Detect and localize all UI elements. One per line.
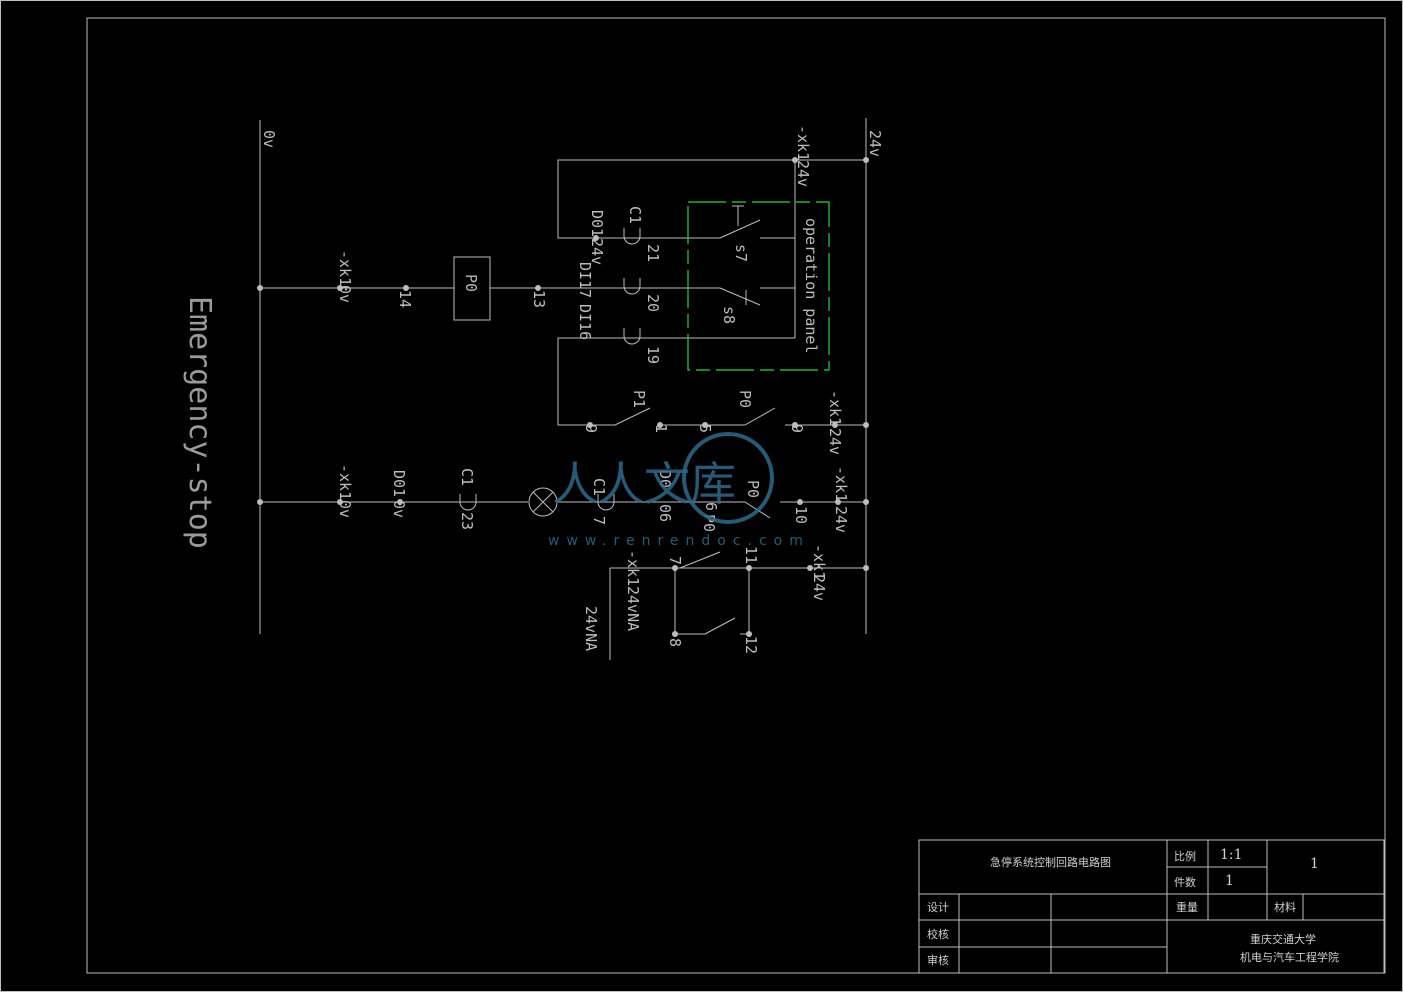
label-8: 8 bbox=[666, 638, 684, 647]
label-xk-r1: -xk1 bbox=[826, 390, 844, 426]
label-d01-24v: D01 bbox=[588, 210, 606, 237]
drawing-frame bbox=[86, 17, 1386, 974]
count-label: 件数 bbox=[1174, 876, 1196, 889]
label-24v-r2: 24v bbox=[832, 506, 850, 533]
label-06: 06 bbox=[656, 504, 674, 522]
label-24v-top: 24v bbox=[794, 160, 812, 187]
check-label: 校核 bbox=[927, 927, 949, 941]
school-line1: 重庆交通大学 bbox=[1250, 932, 1316, 946]
connector-21 bbox=[623, 228, 641, 245]
switch-p0-a bbox=[744, 407, 776, 426]
label-6: 6 bbox=[702, 502, 720, 511]
wire-top-loop bbox=[557, 159, 866, 239]
school-line2: 机电与汽车工程学院 bbox=[1240, 950, 1339, 964]
rail-24v-label: 24v bbox=[866, 130, 884, 157]
label-24vna-2: 24vNA bbox=[582, 606, 600, 651]
connector-19 bbox=[623, 328, 641, 345]
label-24v-r3: 24v bbox=[810, 574, 828, 601]
label-xk-r3: -xk1 bbox=[810, 544, 828, 580]
label-xk-na: -xk1 bbox=[624, 550, 642, 586]
label-d01-0v: D01 bbox=[390, 470, 408, 497]
label-di16: DI16 bbox=[576, 304, 594, 340]
drawing-name: 急停系统控制回路电路图 bbox=[990, 855, 1111, 869]
label-xk0v-2: -xk1 bbox=[336, 464, 354, 500]
label-p1: P1 bbox=[630, 390, 648, 408]
label-s7: s7 bbox=[732, 244, 750, 262]
label-p0-sw: P0 bbox=[736, 390, 754, 408]
review-label: 审核 bbox=[927, 953, 949, 967]
watermark-text: 人人文库 bbox=[552, 457, 736, 511]
label-24v-r1: 24v bbox=[826, 428, 844, 455]
label-1: 1 bbox=[652, 424, 670, 433]
switch-s7 bbox=[719, 219, 761, 239]
label-11: 11 bbox=[742, 546, 760, 564]
operation-panel-box bbox=[687, 201, 830, 371]
label-0v-2: 0v bbox=[336, 500, 354, 518]
label-s8: s8 bbox=[720, 306, 738, 324]
label-20: 20 bbox=[644, 294, 662, 312]
label-19: 19 bbox=[644, 346, 662, 364]
label-7: 7 bbox=[590, 516, 608, 525]
label-0v-d01: 0v bbox=[390, 500, 408, 518]
watermark-logo: 人人文库 www.renrendoc.com bbox=[548, 432, 810, 549]
scale-value: 1:1 bbox=[1220, 847, 1243, 863]
switch-p1 bbox=[614, 407, 651, 426]
switch-bottom bbox=[704, 617, 736, 635]
label-p0-2: P0 bbox=[744, 480, 762, 498]
emergency-stop-title: Emergency-stop bbox=[182, 296, 217, 549]
connector-7 bbox=[597, 494, 615, 511]
title-block bbox=[918, 839, 1385, 974]
sheet-number: 1 bbox=[1310, 856, 1319, 872]
label-24vna-1: 24vNA bbox=[624, 586, 642, 631]
wire-p1-loop bbox=[557, 337, 795, 426]
label-xk-top: -xk1 bbox=[794, 125, 812, 161]
panel-label: operation panel bbox=[802, 218, 820, 353]
label-14: 14 bbox=[396, 290, 414, 308]
label-d006: D0 bbox=[656, 470, 674, 488]
label-p0-box: P0 bbox=[462, 274, 480, 292]
label-10: 10 bbox=[792, 506, 810, 524]
label-13: 13 bbox=[530, 290, 548, 308]
switch-s8 bbox=[719, 287, 761, 306]
material-label: 材料 bbox=[1274, 900, 1296, 914]
label-12: 12 bbox=[742, 636, 760, 654]
scale-label: 比例 bbox=[1174, 849, 1196, 863]
label-21: 21 bbox=[644, 244, 662, 262]
label-xk-r2: -xk1 bbox=[832, 466, 850, 502]
label-7b: 7 bbox=[666, 556, 684, 565]
switch-p0-c bbox=[679, 551, 721, 569]
design-label: 设计 bbox=[927, 901, 949, 914]
label-di17: DI17 bbox=[576, 262, 594, 298]
watermark-url: www.renrendoc.com bbox=[548, 533, 810, 549]
label-5: 5 bbox=[696, 424, 714, 433]
rail-0v-label: 0v bbox=[260, 130, 278, 148]
junction-dots bbox=[257, 157, 869, 637]
weight-label: 重量 bbox=[1176, 900, 1198, 914]
label-c1-23: C1 bbox=[458, 468, 476, 486]
label-c1-7: C1 bbox=[590, 478, 608, 496]
label-xk0v-1: -xk1 bbox=[336, 250, 354, 286]
label-9b: 9 bbox=[788, 424, 806, 433]
label-0v-1: 0v bbox=[336, 285, 354, 303]
label-24v-d01: 24v bbox=[588, 238, 606, 265]
connector-20 bbox=[623, 278, 641, 295]
count-value: 1 bbox=[1225, 873, 1234, 889]
label-c1-top: C1 bbox=[626, 206, 644, 224]
label-23: 23 bbox=[458, 512, 476, 530]
label-9a: 9 bbox=[582, 424, 600, 433]
connector-23 bbox=[459, 494, 477, 511]
